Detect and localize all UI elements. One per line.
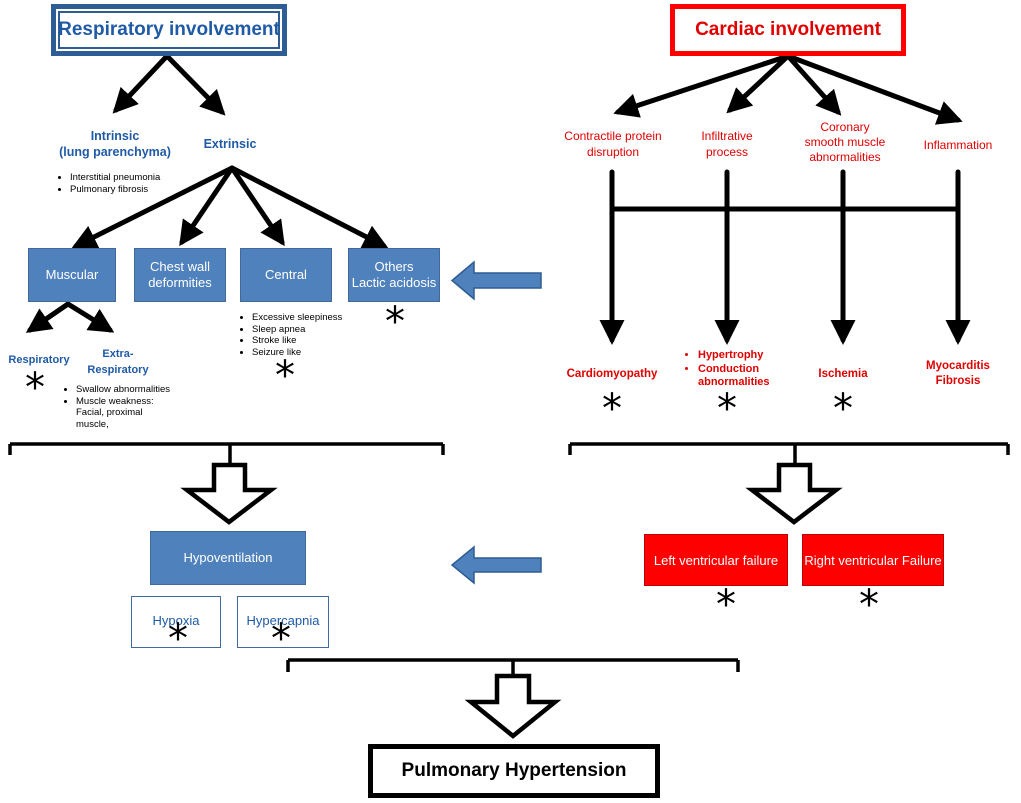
arrow-to-extra-respiratory (65, 301, 115, 333)
hollow-arrow-bottom (464, 673, 562, 739)
hollow-arrow-left (180, 462, 278, 525)
hypoventilation-box: Hypoventilation (150, 531, 306, 585)
pulmonary-hypertension-label: Pulmonary Hypertension (401, 760, 627, 781)
hypercapnia-box: Hypercapnia (237, 596, 329, 648)
left-bracket (8, 442, 445, 465)
star-others: * (385, 299, 405, 345)
arrow-to-intrinsic (112, 53, 170, 114)
central-list: Excessive sleepiness Sleep apnea Stroke … (238, 312, 392, 358)
list-item: Conduction abnormalities (698, 363, 794, 389)
star-hypercapnia: * (271, 616, 291, 662)
list-item: Stroke like (252, 335, 392, 347)
arrow-to-respiratory (25, 301, 71, 333)
others-box: Others Lactic acidosis (348, 248, 440, 302)
mechanism-inflammation: Inflammation (923, 138, 993, 152)
star-hypertrophy: * (717, 386, 737, 432)
hypoventilation-label: Hypoventilation (183, 550, 273, 565)
list-item: Swallow abnormalities (76, 384, 176, 396)
central-box: Central (240, 248, 332, 302)
list-item: Pulmonary fibrosis (70, 184, 162, 196)
respiratory-title: Respiratory involvement (58, 19, 280, 40)
arrow-to-extrinsic (164, 53, 226, 116)
cardiac-title-box: Cardiac involvement (670, 4, 906, 56)
blue-arrow-top (450, 260, 542, 301)
blue-arrow-bottom (450, 545, 542, 585)
mechanism-contractile: Contractile protein disruption (564, 129, 662, 159)
hollow-arrow-right (745, 462, 843, 525)
right-ventricular-failure-label: Right ventricular Failure (804, 552, 942, 568)
mechanism-coronary: Coronary smooth muscle abnormalities (804, 120, 886, 164)
list-item: Seizure like (252, 347, 392, 359)
muscular-box: Muscular (28, 248, 116, 302)
arrow-to-muscular (71, 165, 235, 249)
muscular-label: Muscular (45, 267, 99, 282)
star-rvf: * (859, 582, 879, 628)
arrow-to-contractile (613, 53, 791, 118)
star-respiratory: * (25, 365, 45, 411)
extra-respiratory-label: Extra- Respiratory (87, 348, 149, 376)
star-cardiomyopathy: * (602, 386, 622, 432)
star-lvf: * (716, 582, 736, 628)
list-item: Hypertrophy (698, 348, 794, 363)
mechanism-infiltrative: Infiltrative process (701, 129, 753, 159)
right-bracket (568, 442, 1010, 465)
ischemia-label: Ischemia (818, 368, 868, 380)
bottom-bracket (286, 658, 740, 676)
left-ventricular-failure-box: Left ventricular failure (644, 534, 788, 586)
list-item: Sleep apnea (252, 324, 392, 336)
chest-wall-label: Chest wall deformities (148, 259, 212, 290)
pulmonary-hypertension-box: Pulmonary Hypertension (368, 744, 660, 798)
central-label: Central (265, 267, 307, 282)
arrow-to-coronary (785, 53, 842, 116)
chest-wall-box: Chest wall deformities (134, 248, 226, 302)
arrow-to-infiltrative (726, 53, 791, 114)
list-item: Interstitial pneumonia (70, 172, 162, 184)
arrow-to-central (229, 165, 285, 247)
right-ventricular-failure-box: Right ventricular Failure (802, 534, 944, 586)
list-item: Muscle weakness: Facial, proximal muscle… (76, 396, 176, 431)
list-item: Excessive sleepiness (252, 312, 392, 324)
arrow-to-inflammation (785, 53, 963, 125)
extrinsic-label: Extrinsic (203, 137, 257, 151)
hypoxia-label: Hypoxia (152, 612, 200, 628)
left-ventricular-failure-label: Left ventricular failure (653, 552, 779, 568)
others-label: Others Lactic acidosis (351, 259, 437, 290)
hypercapnia-label: Hypercapnia (246, 612, 320, 628)
star-central: * (275, 353, 295, 399)
hypertrophy-list: Hypertrophy Conduction abnormalities (684, 348, 794, 389)
myocarditis-label: Myocarditis Fibrosis (926, 360, 990, 387)
extra-respiratory-list: Swallow abnormalities Muscle weakness: F… (62, 384, 176, 430)
intrinsic-label: Intrinsic (lung parenchyma) (59, 129, 171, 159)
cardiomyopathy-label: Cardiomyopathy (566, 368, 658, 380)
star-hypoxia: * (168, 616, 188, 662)
star-ischemia: * (833, 386, 853, 432)
arrow-to-others (229, 165, 389, 249)
respiratory-label: Respiratory (8, 354, 70, 366)
intrinsic-list: Interstitial pneumonia Pulmonary fibrosi… (56, 172, 162, 195)
arrow-to-chest-wall (179, 165, 235, 247)
respiratory-title-box: Respiratory involvement (51, 4, 287, 56)
hypoxia-box: Hypoxia (131, 596, 221, 648)
cardiac-title: Cardiac involvement (695, 19, 881, 40)
